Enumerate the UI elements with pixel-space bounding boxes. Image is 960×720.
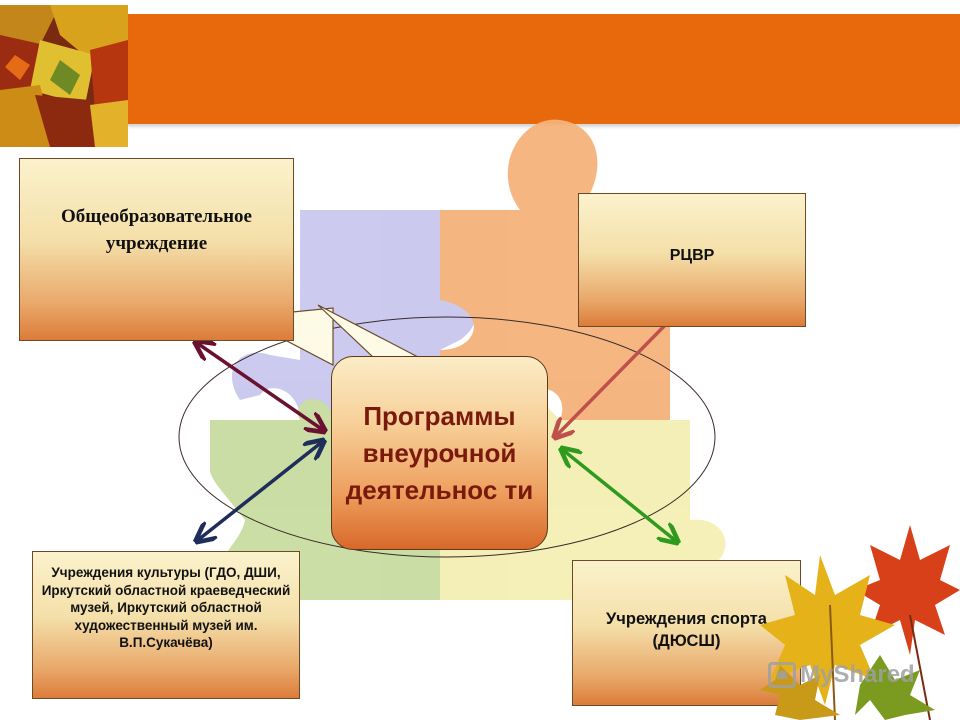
autumn-leaves-image	[0, 5, 128, 147]
presentation-icon	[768, 662, 796, 688]
arrow-culture	[198, 442, 322, 540]
center-node: Программы внеурочной деятельнос ти	[331, 356, 548, 550]
arrow-rcvr	[556, 307, 683, 436]
arrow-sport	[563, 450, 676, 541]
header-bar	[128, 14, 960, 124]
arrow-school	[197, 343, 323, 430]
center-node-label: Программы внеурочной деятельнос ти	[345, 400, 534, 505]
node-school-label: Общеобразовательное учреждение	[61, 205, 252, 254]
header-divider	[0, 124, 960, 126]
node-sport-label: Учреждения спорта (ДЮСШ)	[606, 610, 767, 650]
node-rcvr-label: РЦВР	[669, 247, 715, 264]
node-school: Общеобразовательное учреждение	[19, 158, 294, 341]
watermark-text: MyShared	[800, 661, 915, 688]
node-rcvr: РЦВР	[578, 193, 806, 327]
node-culture-label: Учреждения культуры (ГДО, ДШИ, Иркутский…	[41, 565, 291, 651]
node-culture: Учреждения культуры (ГДО, ДШИ, Иркутский…	[32, 551, 300, 699]
watermark: MyShared	[768, 655, 915, 695]
node-sport: Учреждения спорта (ДЮСШ)	[572, 560, 801, 706]
